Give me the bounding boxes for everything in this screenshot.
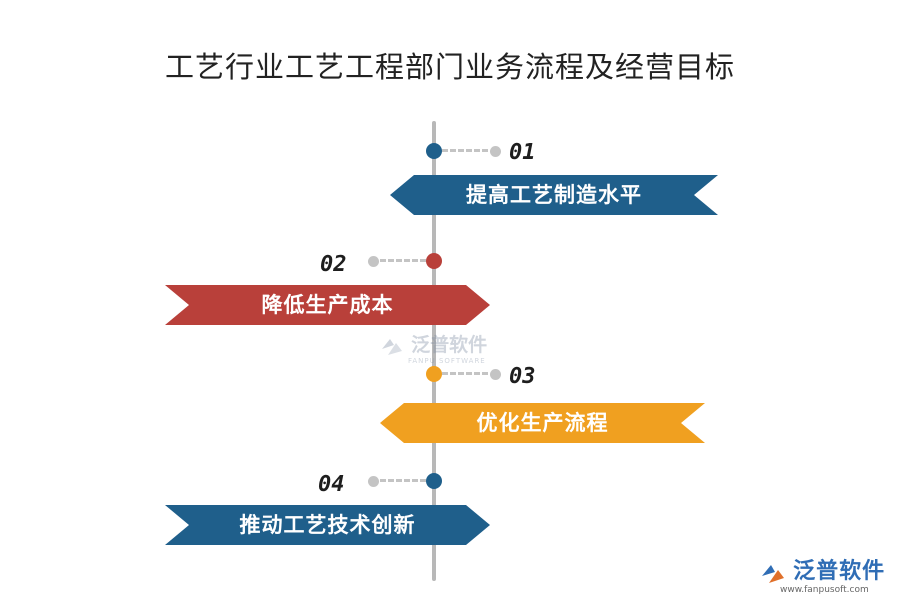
step-04-dot bbox=[426, 473, 442, 489]
brand-logo-cn: 泛普软件 bbox=[793, 559, 886, 584]
step-03-connector bbox=[442, 372, 488, 375]
step-03-banner: 优化生产流程 bbox=[380, 403, 705, 443]
fanpu-logo-icon bbox=[762, 564, 784, 583]
step-01-banner: 提高工艺制造水平 bbox=[390, 175, 718, 215]
step-04-number: 04 bbox=[318, 472, 345, 497]
page-title: 工艺行业工艺工程部门业务流程及经营目标 bbox=[164, 50, 735, 84]
step-02-number: 02 bbox=[320, 252, 347, 277]
center-watermark-cn: 泛普软件 bbox=[411, 334, 488, 356]
step-01-connector bbox=[442, 149, 488, 152]
brand-logo: 泛普软件 www.fanpusoft.com bbox=[760, 553, 885, 595]
step-01-number: 01 bbox=[509, 140, 536, 165]
step-04-connector bbox=[380, 479, 426, 482]
step-03-end-dot bbox=[490, 369, 501, 380]
center-watermark: 泛普软件 FANPU SOFTWARE bbox=[380, 330, 487, 365]
step-02-connector bbox=[380, 259, 426, 262]
step-02-banner: 降低生产成本 bbox=[165, 285, 490, 325]
step-01-end-dot bbox=[490, 146, 501, 157]
step-04-banner: 推动工艺技术创新 bbox=[165, 505, 490, 545]
center-watermark-en: FANPU SOFTWARE bbox=[408, 357, 486, 365]
timeline-axis bbox=[432, 121, 436, 581]
step-04-end-dot bbox=[368, 476, 379, 487]
brand-logo-url: www.fanpusoft.com bbox=[780, 585, 869, 595]
step-02-dot bbox=[426, 253, 442, 269]
step-03-dot bbox=[426, 366, 442, 382]
step-02-end-dot bbox=[368, 256, 379, 267]
step-01-dot bbox=[426, 143, 442, 159]
fanpu-logo-icon bbox=[382, 338, 402, 355]
step-03-number: 03 bbox=[509, 364, 536, 389]
